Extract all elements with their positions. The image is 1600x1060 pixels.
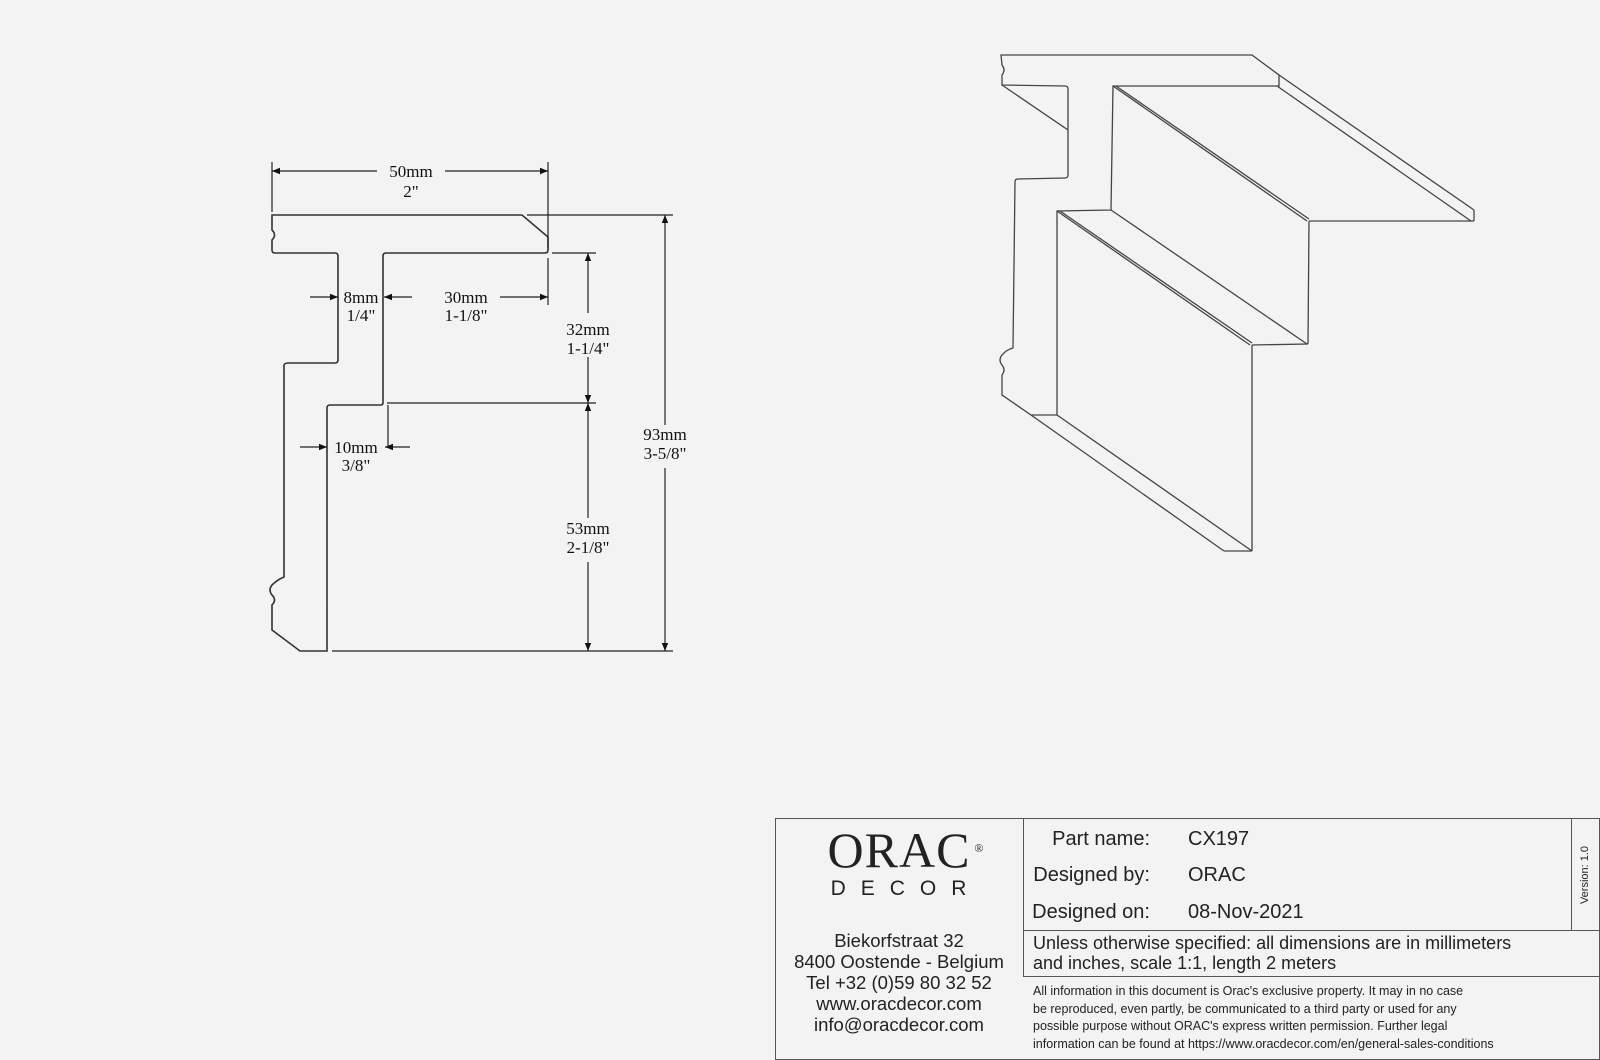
version-label: Version: 1.0	[1579, 845, 1591, 905]
orac-logo: ORAC ® DECOR	[775, 823, 1023, 901]
spec-note-line: Unless otherwise specified: all dimensio…	[1033, 933, 1512, 953]
dim-3-8in: 3/8"	[342, 456, 371, 475]
address-street: Biekorfstraat 32	[834, 930, 964, 951]
designed-on-value: 08-Nov-2021	[1188, 901, 1304, 923]
legal-line[interactable]: information can be found at https://www.…	[1033, 1036, 1494, 1051]
dim-2in: 2"	[403, 182, 418, 201]
dim-3-5-8in: 3-5/8"	[644, 444, 687, 463]
isometric-view	[999, 54, 1475, 552]
dim-8mm: 8mm	[344, 288, 379, 307]
address-website[interactable]: www.oracdecor.com	[816, 993, 982, 1014]
part-name-label: Part name:	[1052, 828, 1150, 850]
dim-32mm: 32mm	[566, 320, 609, 339]
dim-53mm: 53mm	[566, 519, 609, 538]
dim-1-1-8in: 1-1/8"	[445, 306, 488, 325]
address-email[interactable]: info@oracdecor.com	[814, 1014, 984, 1035]
dim-10mm: 10mm	[334, 438, 377, 457]
address-phone: Tel +32 (0)59 80 32 52	[806, 972, 992, 993]
dim-50mm: 50mm	[389, 162, 432, 181]
registered-mark: ®	[974, 841, 985, 855]
dim-1-1-4in: 1-1/4"	[567, 339, 610, 358]
dim-1-4in: 1/4"	[347, 306, 376, 325]
part-name-value: CX197	[1188, 828, 1250, 850]
dim-2-1-8in: 2-1/8"	[567, 538, 610, 557]
legal-line: be reproduced, even partly, be communica…	[1033, 1001, 1457, 1016]
legal-line: All information in this document is Orac…	[1033, 984, 1464, 998]
designed-by-value: ORAC	[1188, 864, 1246, 886]
company-address: Biekorfstraat 32 8400 Oostende - Belgium…	[775, 930, 1023, 1035]
dimension-lines	[271, 162, 673, 652]
legal-line: possible purpose without ORAC's express …	[1033, 1019, 1448, 1033]
logo-main: ORAC	[827, 822, 971, 878]
dim-93mm: 93mm	[643, 425, 686, 444]
address-city: 8400 Oostende - Belgium	[794, 951, 1004, 972]
dimension-labels: 50mm 2" 8mm 1/4" 30mm 1-1/8" 32mm 1-1/4"…	[334, 162, 686, 557]
profile-section	[269, 214, 549, 652]
designed-by-label: Designed by:	[1033, 864, 1150, 886]
logo-sub: DECOR	[830, 877, 982, 900]
spec-note: Unless otherwise specified: all dimensio…	[1033, 933, 1511, 973]
legal-notice: All information in this document is Orac…	[1033, 983, 1494, 1053]
spec-note-line: and inches, scale 1:1, length 2 meters	[1033, 953, 1337, 973]
dim-30mm: 30mm	[444, 288, 487, 307]
designed-on-label: Designed on:	[1032, 901, 1150, 923]
